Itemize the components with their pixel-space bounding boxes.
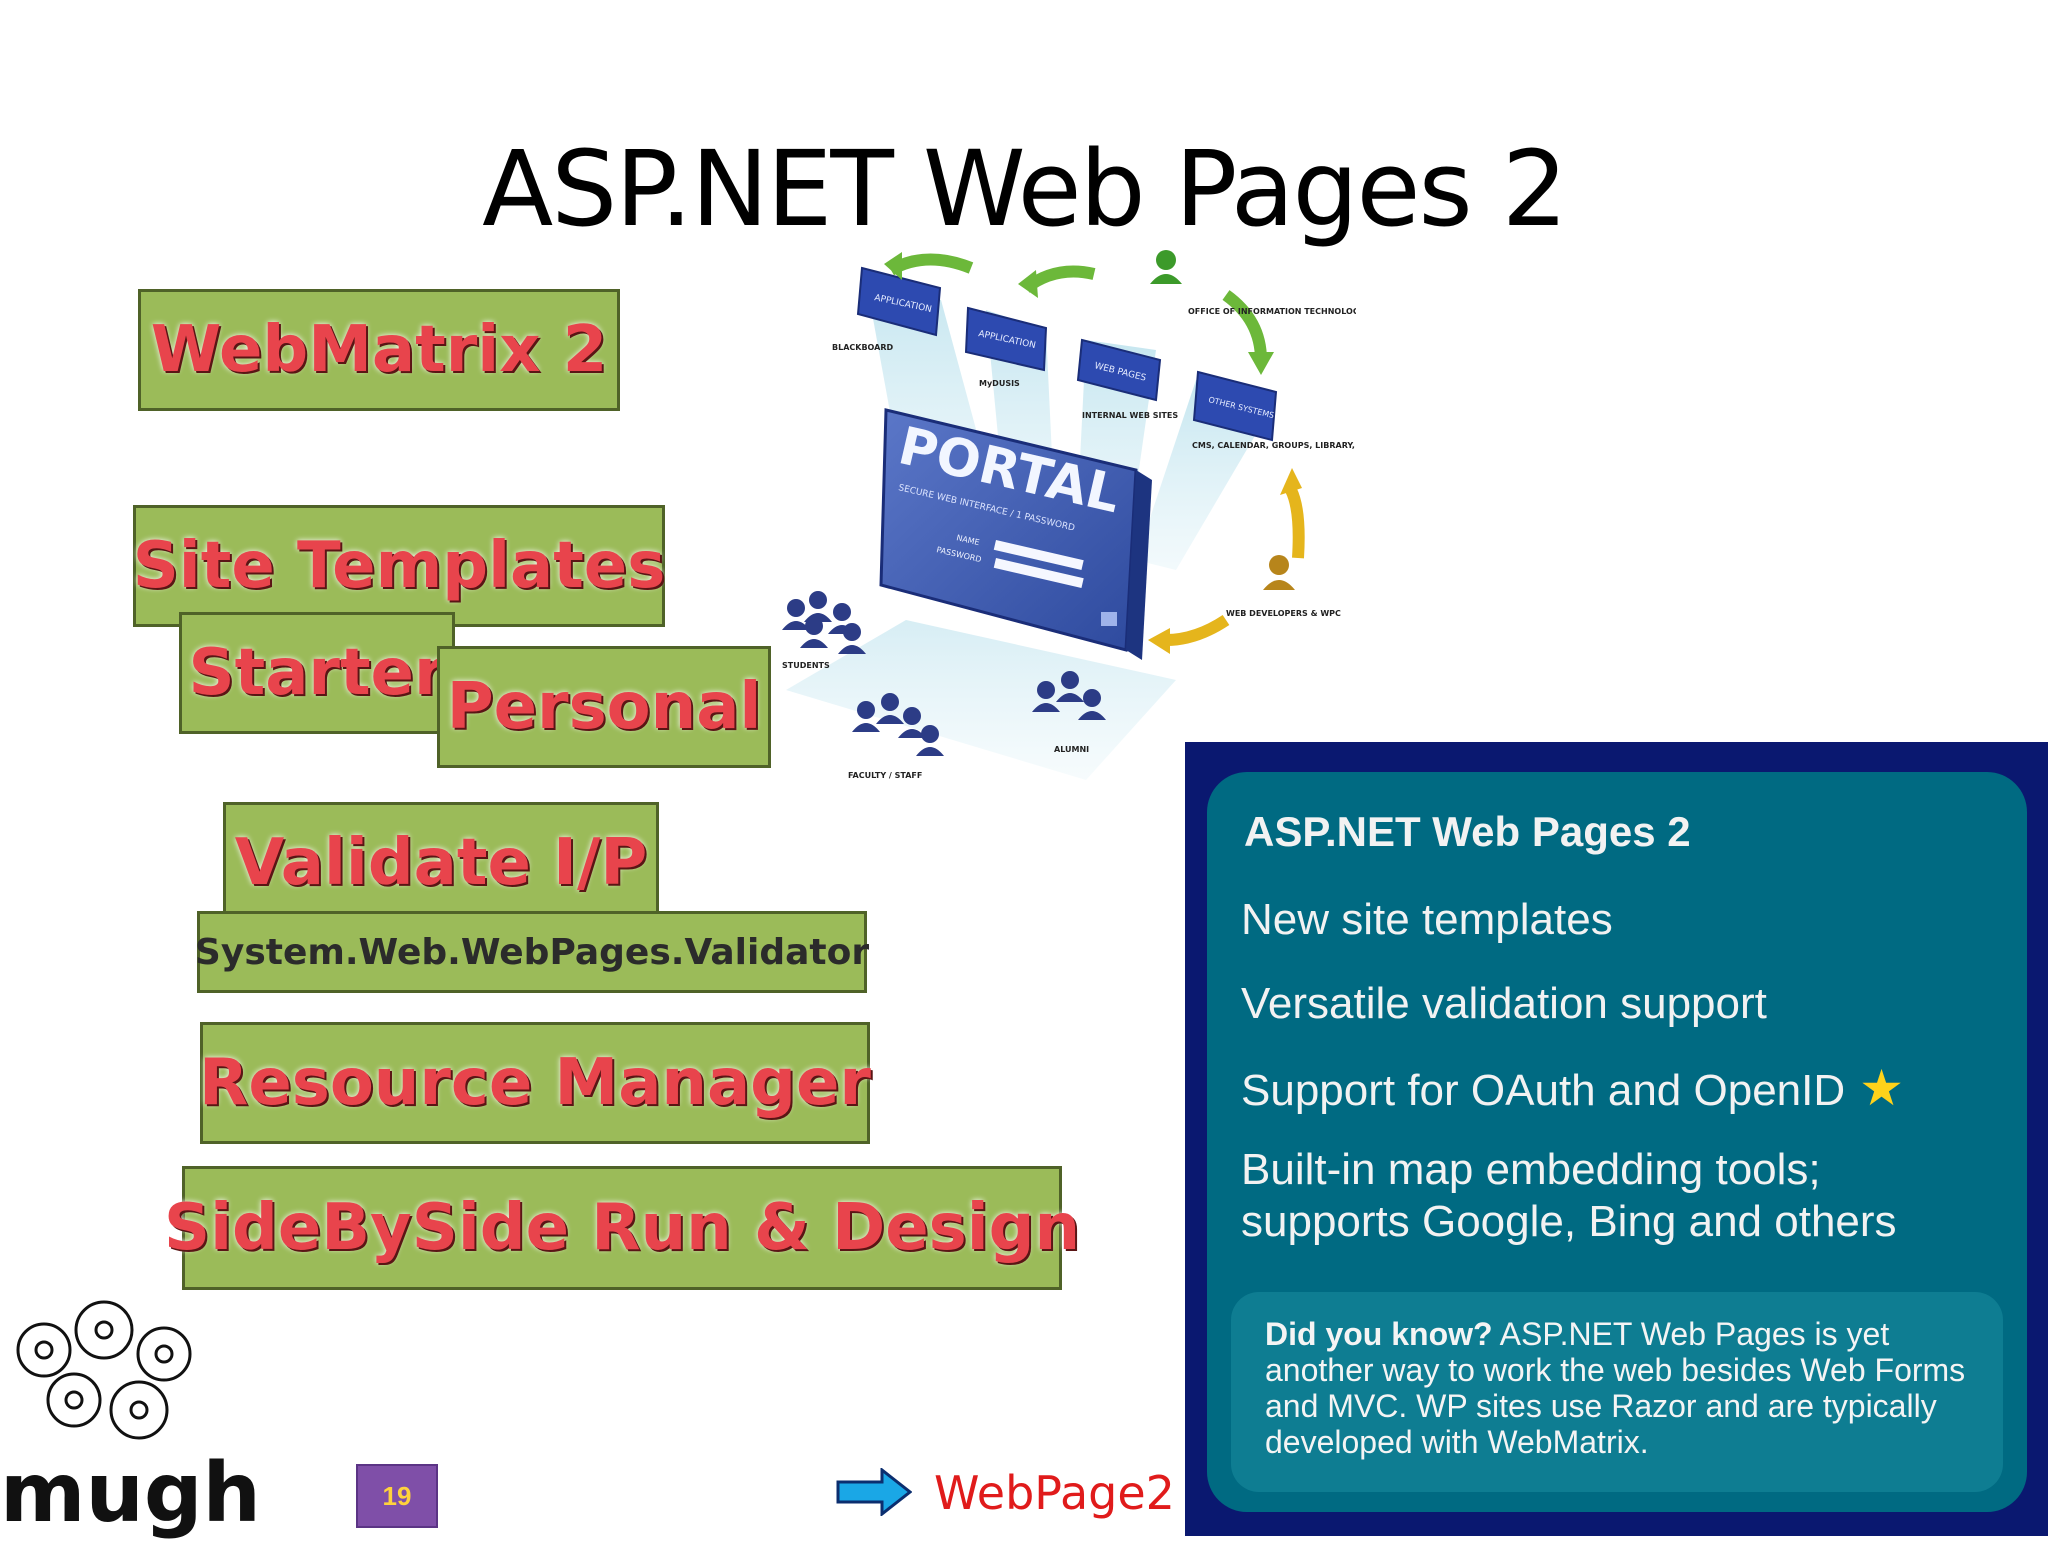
label-oit: OFFICE OF INFORMATION TECHNOLOGY bbox=[1188, 307, 1356, 316]
did-you-know-body: ASP.NET Web Pages is yet another way to … bbox=[1265, 1316, 1966, 1460]
label-alumni: ALUMNI bbox=[1054, 745, 1089, 754]
label-webdev: WEB DEVELOPERS & WPC bbox=[1226, 609, 1341, 618]
faculty-group bbox=[852, 693, 944, 756]
validate-box: Validate I/P bbox=[223, 802, 659, 924]
info-panel: ASP.NET Web Pages 2 New site templates V… bbox=[1185, 742, 2048, 1536]
application-panel-2: APPLICATION bbox=[964, 306, 1048, 372]
webpage2-link[interactable]: WebPage2 bbox=[934, 1466, 1175, 1520]
oit-person bbox=[1150, 250, 1182, 284]
slide-title: ASP.NET Web Pages 2 bbox=[482, 128, 1568, 250]
webdev-person bbox=[1263, 555, 1295, 590]
label-cms: CMS, CALENDAR, GROUPS, LIBRARY, & MORE..… bbox=[1192, 441, 1356, 450]
webmatrix-box: WebMatrix 2 bbox=[138, 289, 620, 411]
validator-namespace-box: System.Web.WebPages.Validator bbox=[195, 911, 869, 993]
bullet-oauth: Support for OAuth and OpenID ★ bbox=[1241, 1062, 1904, 1117]
did-you-know-box: Did you know? ASP.NET Web Pages is yet a… bbox=[1231, 1292, 2003, 1492]
label-faculty: FACULTY / STAFF bbox=[848, 771, 922, 780]
page-number: 19 bbox=[356, 1464, 438, 1528]
panel-title: ASP.NET Web Pages 2 bbox=[1244, 808, 1691, 855]
alumni-group bbox=[1032, 671, 1106, 720]
sidebyside-box: SideBySide Run & Design bbox=[164, 1166, 1080, 1290]
mugh-logo-text: mugh bbox=[0, 1446, 261, 1541]
did-you-know-heading: Did you know? bbox=[1265, 1316, 1493, 1352]
starter-box: Starter bbox=[179, 612, 455, 734]
bullet-validation: Versatile validation support bbox=[1241, 979, 1767, 1028]
portal-block: PORTAL SECURE WEB INTERFACE / 1 PASSWORD… bbox=[879, 408, 1152, 660]
application-panel-1: APPLICATION bbox=[856, 266, 942, 337]
label-students: STUDENTS bbox=[782, 661, 830, 670]
bullet-oauth-text: Support for OAuth and OpenID bbox=[1241, 1066, 1846, 1115]
bullet-map-line1: Built-in map embedding tools; bbox=[1241, 1145, 1821, 1194]
label-mydusis: MyDUSIS bbox=[979, 379, 1020, 388]
mugh-logo-flowers bbox=[16, 1300, 192, 1440]
web-pages-panel: WEB PAGES bbox=[1076, 338, 1162, 402]
did-you-know-text: Did you know? ASP.NET Web Pages is yet a… bbox=[1265, 1316, 1995, 1460]
label-blackboard: BLACKBOARD bbox=[832, 343, 893, 352]
personal-box: Personal bbox=[437, 646, 771, 768]
right-arrow-icon[interactable] bbox=[836, 1468, 912, 1516]
bullet-site-templates: New site templates bbox=[1241, 895, 1613, 944]
students-group bbox=[782, 591, 866, 654]
other-systems-panel: OTHER SYSTEMS bbox=[1192, 370, 1278, 442]
resource-manager-box: Resource Manager bbox=[199, 1022, 871, 1144]
info-panel-inner: ASP.NET Web Pages 2 New site templates V… bbox=[1207, 772, 2027, 1512]
site-templates-box: Site Templates bbox=[133, 505, 665, 627]
label-internal: INTERNAL WEB SITES bbox=[1082, 411, 1178, 420]
bullet-map-line2: supports Google, Bing and others bbox=[1241, 1197, 1897, 1246]
portal-diagram: APPLICATION APPLICATION WEB PAGES OTHER … bbox=[782, 250, 1356, 780]
star-icon: ★ bbox=[1859, 1060, 1904, 1116]
